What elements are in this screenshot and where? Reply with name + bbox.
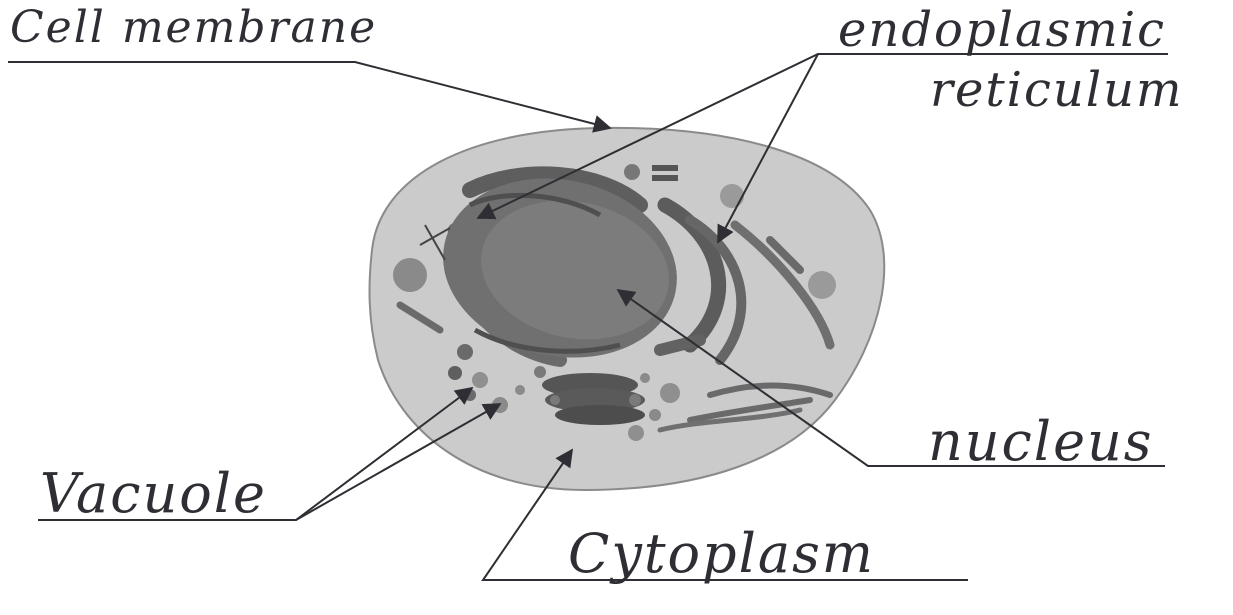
label-endoplasmic: endoplasmic — [838, 2, 1166, 58]
label-cell-membrane: Cell membrane — [10, 2, 377, 53]
cell-membrane-leader — [8, 62, 610, 128]
label-cytoplasm: Cytoplasm — [568, 522, 875, 585]
label-reticulum: reticulum — [930, 62, 1184, 118]
label-vacuole: Vacuole — [40, 462, 267, 525]
label-nucleus: nucleus — [928, 410, 1154, 473]
